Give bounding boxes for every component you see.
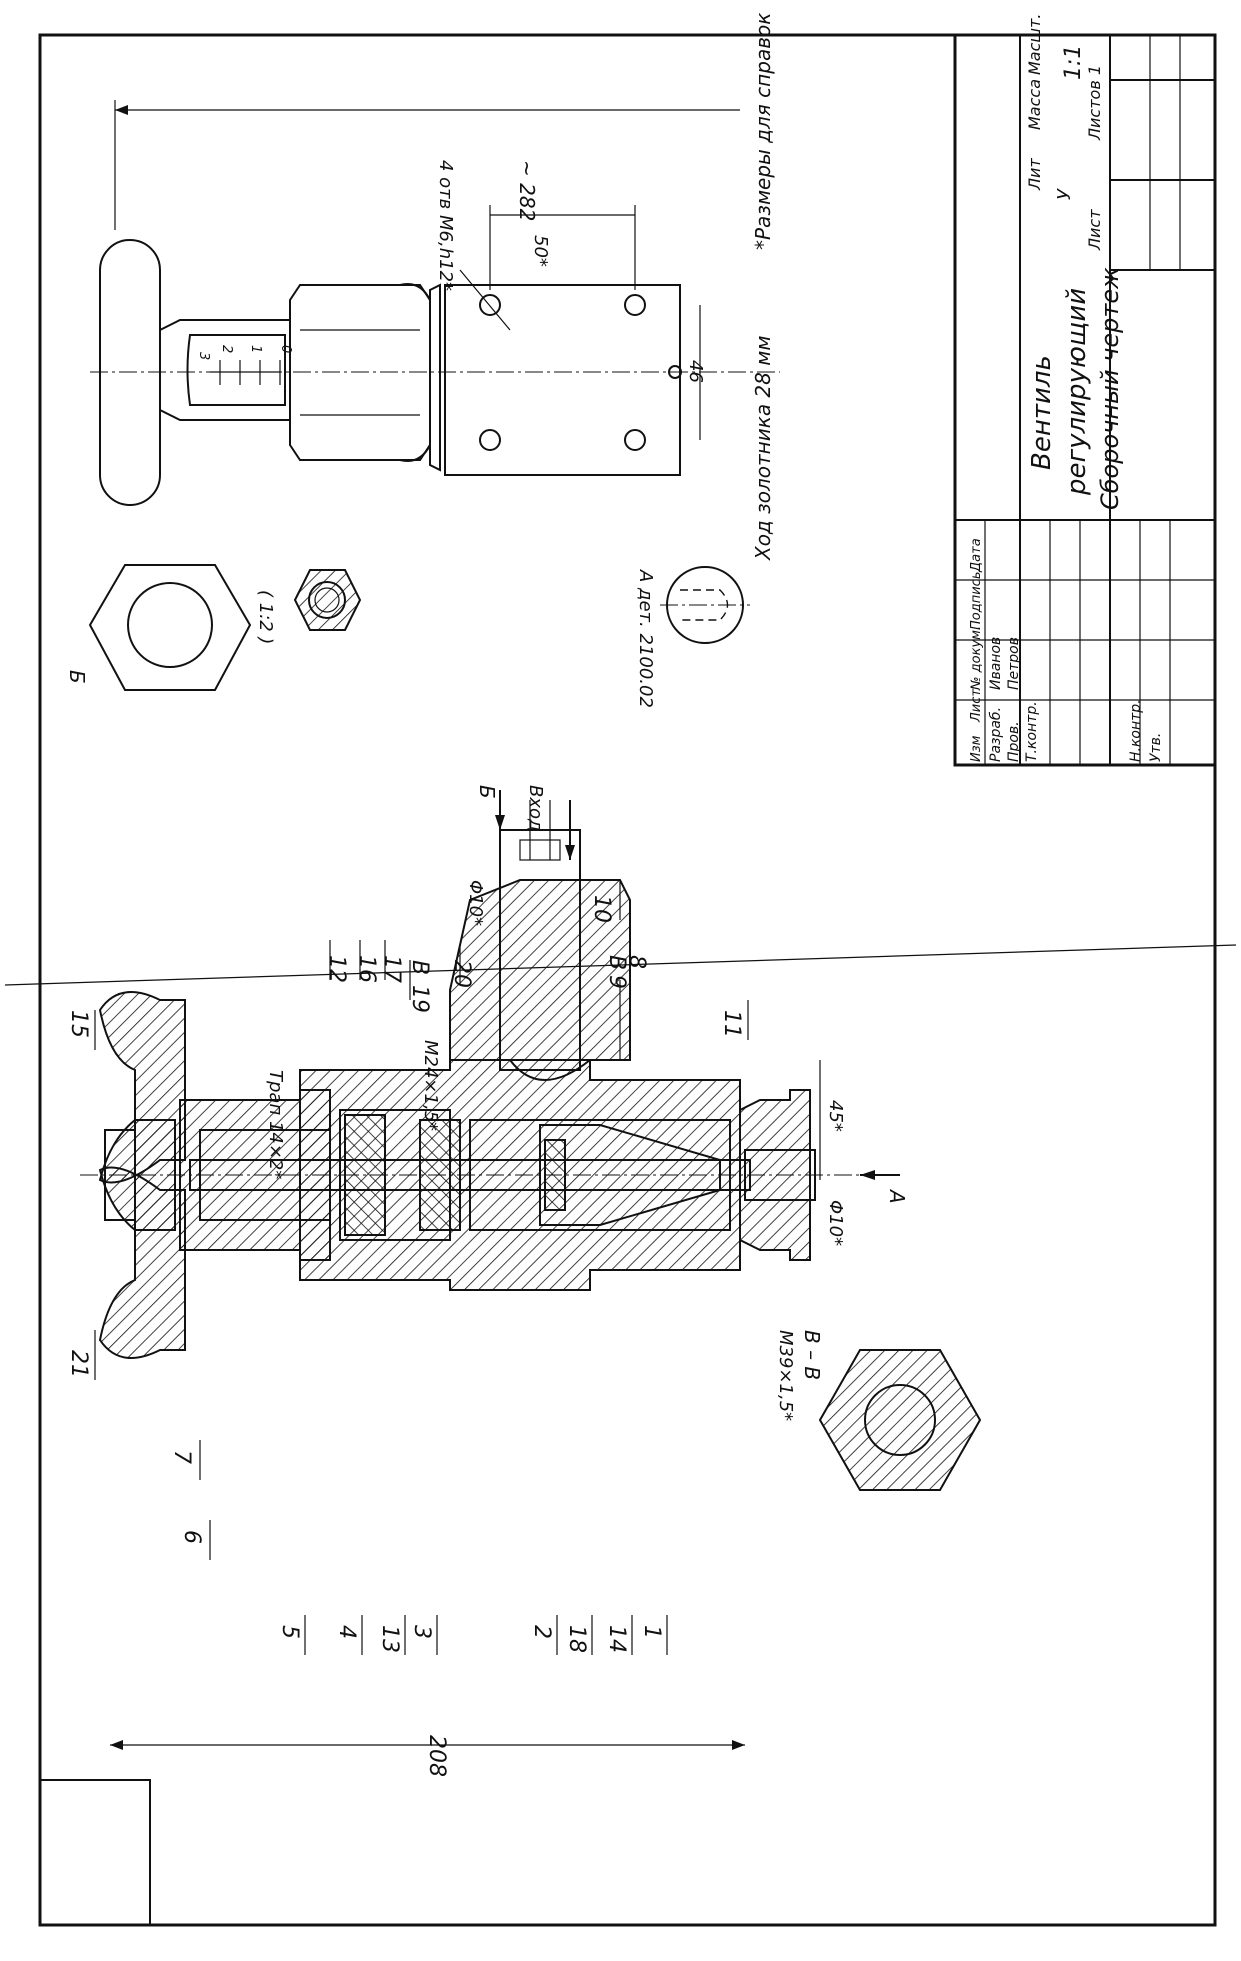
spool	[539, 1124, 721, 1226]
thread-m24: M24×1,5*	[420, 1040, 441, 1131]
callout-14: 14	[604, 1625, 629, 1653]
tb-role-tech-control: Т.контр.	[1024, 701, 1040, 762]
callout-6: 6	[179, 1530, 204, 1544]
valve-body-top-view	[444, 284, 681, 476]
tb-header-date: Дата	[969, 538, 984, 573]
view-b-label: Б	[65, 670, 89, 684]
drawing-frame	[38, 33, 1217, 1927]
inlet-branch	[449, 879, 631, 1061]
callout-20: 20	[449, 960, 474, 988]
callout-9: 9	[604, 975, 629, 989]
callout-10: 10	[589, 895, 614, 923]
callout-2: 2	[529, 1625, 554, 1639]
callout-18: 18	[564, 1625, 589, 1653]
drawing-title-line2: регулирующий	[1062, 288, 1092, 496]
dim-50: 50*	[530, 235, 551, 267]
callout-12: 12	[324, 955, 349, 983]
dim-208: 208	[424, 1735, 449, 1777]
gauge-mark-3: 3	[196, 352, 211, 360]
holes-note: 4 отв М6,h12*	[435, 160, 456, 291]
view-a-label: А	[885, 1188, 909, 1204]
external-view: ~ 282 3 2 1 0	[90, 100, 780, 506]
callout-8: 8	[624, 955, 649, 969]
lit-label: Лит	[1025, 158, 1044, 191]
tb-name-checker: Петров	[1006, 637, 1022, 690]
mount-hole-2	[624, 294, 646, 316]
mount-hole-4	[624, 429, 646, 451]
dim-overall-282: ~ 282	[515, 160, 539, 221]
detail-a-view: А дет. 2100.02	[635, 566, 750, 708]
outlet-fitting	[739, 1089, 811, 1261]
reference-dims-note: *Размеры для справок	[751, 13, 775, 250]
tb-name-developer: Иванов	[988, 637, 1004, 690]
callout-5: 5	[277, 1625, 302, 1639]
callout-3: 3	[409, 1625, 434, 1639]
mass-label: Масса	[1025, 79, 1044, 130]
tb-header-doc: № докум.	[969, 626, 984, 691]
section-vv-hex	[818, 1349, 982, 1491]
sheets-label: Листов 1	[1085, 65, 1104, 141]
inlet-label: Вход	[525, 785, 546, 831]
corner-stamp-box	[39, 1779, 151, 1926]
section-vv-label: В – В	[800, 1330, 824, 1380]
callout-4: 4	[334, 1625, 359, 1639]
callout-7: 7	[169, 1450, 194, 1464]
tb-role-approved: Утв.	[1148, 733, 1164, 762]
callout-15: 15	[66, 1010, 91, 1038]
dim-45: 45*	[825, 1100, 846, 1132]
main-section-view: 208 45* Φ10* Φ10*	[80, 785, 982, 1777]
tb-header-sign: Подпись	[969, 572, 984, 630]
callout-v-top: В	[407, 960, 432, 975]
gauge-mark-2: 2	[219, 345, 234, 353]
scale-label: Масшт.	[1025, 14, 1044, 75]
drawing-title-line1: Вентиль	[1027, 355, 1057, 470]
scale-value: 1:1	[1061, 45, 1086, 80]
title-block: Лит Масса Масшт. У 1:1 Лист Листов 1 Вен…	[953, 14, 1217, 767]
callout-13: 13	[377, 1625, 402, 1653]
view-b-hex: Б ( 1:2 )	[65, 564, 362, 691]
scale-1-2-note: ( 1:2 )	[255, 590, 276, 644]
callout-v-bottom: В	[604, 955, 629, 970]
callout-17: 17	[379, 955, 404, 983]
detail-a-label: А дет. 2100.02	[635, 569, 656, 708]
callout-16: 16	[354, 955, 379, 983]
thread-m39: M39×1,5*	[775, 1330, 796, 1421]
gauge-mark-1: 1	[248, 345, 263, 353]
dim-46: 46	[685, 360, 706, 383]
callout-1: 1	[639, 1625, 664, 1639]
lit-value: У	[1054, 188, 1075, 200]
callout-21: 21	[66, 1350, 91, 1378]
spool-travel-note: Ход золотника 28 мм	[751, 336, 775, 561]
tb-header-list: Лист	[969, 689, 984, 723]
tb-role-norm-control: Н.контр.	[1128, 699, 1144, 762]
dim-phi10-in: Φ10*	[465, 880, 486, 926]
mount-hole-1	[479, 294, 501, 316]
callout-11: 11	[719, 1010, 744, 1038]
dim-phi10-out: Φ10*	[825, 1200, 846, 1246]
mount-hole-3	[479, 429, 501, 451]
view-b-arrow-label: Б	[475, 785, 499, 799]
callout-19: 19	[407, 985, 432, 1013]
thread-trap: Трап 14×2*	[265, 1070, 286, 1179]
tb-header-izm: Изм	[969, 735, 984, 762]
tb-role-developer: Разраб.	[988, 707, 1004, 762]
gauge-mark-0: 0	[278, 345, 293, 353]
drawing-title-line3: Сборочный чертеж	[1096, 267, 1124, 510]
hex-outline	[88, 564, 252, 691]
sheet-label: Лист	[1085, 209, 1104, 251]
gauge-scale: 3 2 1 0	[196, 345, 293, 385]
part-callouts: 15 21 7 6 5 4 13 3 2 18 14 1 12	[66, 880, 749, 1655]
tb-role-checker: Пров.	[1006, 721, 1022, 762]
